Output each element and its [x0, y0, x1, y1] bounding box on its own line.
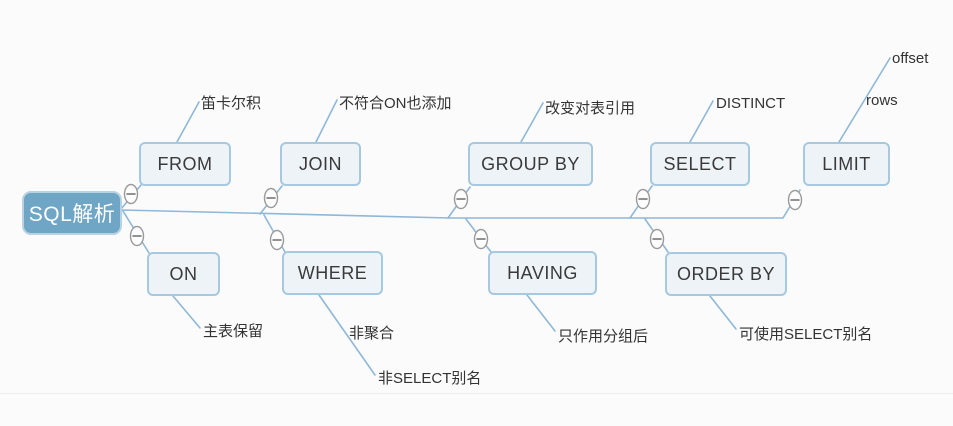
node-from[interactable]: FROM — [139, 142, 231, 186]
annotation-line-groupby — [520, 102, 544, 143]
annotation-order-by[interactable]: 可使用SELECT别名 — [739, 326, 873, 343]
annotation-line-join — [315, 99, 338, 143]
node-limit[interactable]: LIMIT — [803, 142, 890, 186]
collapse-icon-having[interactable] — [473, 228, 489, 250]
annotation-line-where — [318, 294, 376, 376]
annotation-line-limit — [838, 57, 891, 143]
node-label: JOIN — [298, 153, 342, 174]
annotation-line-on — [172, 295, 201, 329]
annotation-where-2[interactable]: 非SELECT别名 — [378, 370, 482, 387]
annotation-from[interactable]: 笛卡尔积 — [201, 95, 262, 112]
collapse-icon-where[interactable] — [269, 229, 285, 251]
node-label: ON — [169, 263, 198, 284]
node-where[interactable]: WHERE — [282, 251, 383, 295]
node-select[interactable]: SELECT — [650, 142, 750, 186]
node-having[interactable]: HAVING — [488, 251, 597, 295]
annotation-line-having — [526, 294, 556, 332]
node-label: WHERE — [297, 262, 368, 283]
annotation-group-by[interactable]: 改变对表引用 — [545, 100, 636, 117]
collapse-icon-on[interactable] — [129, 225, 145, 247]
collapse-icon-limit[interactable] — [787, 189, 803, 211]
bottom-divider — [0, 393, 953, 394]
annotation-limit-offset[interactable]: offset — [892, 50, 929, 67]
annotation-having[interactable]: 只作用分组后 — [558, 328, 649, 345]
collapse-icon-order-by[interactable] — [649, 228, 665, 250]
annotation-join[interactable]: 不符合ON也添加 — [339, 95, 452, 112]
collapse-icon-from[interactable] — [123, 183, 139, 205]
node-label: HAVING — [507, 262, 578, 283]
node-label: SELECT — [663, 153, 737, 174]
annotation-line-from — [176, 101, 200, 143]
annotation-limit-rows[interactable]: rows — [866, 92, 898, 109]
node-label: GROUP BY — [481, 153, 580, 174]
collapse-icon-join[interactable] — [263, 187, 279, 209]
annotation-select[interactable]: DISTINCT — [716, 95, 786, 112]
root-label: SQL解析 — [28, 203, 116, 226]
annotation-on[interactable]: 主表保留 — [203, 323, 264, 340]
collapse-icon-group-by[interactable] — [453, 188, 469, 210]
annotation-line-orderby — [709, 295, 737, 330]
annotation-line-select — [689, 100, 714, 143]
node-label: FROM — [157, 153, 213, 174]
node-join[interactable]: JOIN — [280, 142, 361, 186]
node-label: ORDER BY — [676, 263, 776, 284]
collapse-icon-select[interactable] — [635, 188, 651, 210]
node-on[interactable]: ON — [147, 252, 220, 296]
annotation-where-1[interactable]: 非聚合 — [349, 325, 395, 342]
node-label: LIMIT — [822, 153, 871, 174]
node-group-by[interactable]: GROUP BY — [468, 142, 593, 186]
mindmap-root-node[interactable]: SQL解析 — [22, 191, 122, 235]
node-order-by[interactable]: ORDER BY — [665, 252, 787, 296]
